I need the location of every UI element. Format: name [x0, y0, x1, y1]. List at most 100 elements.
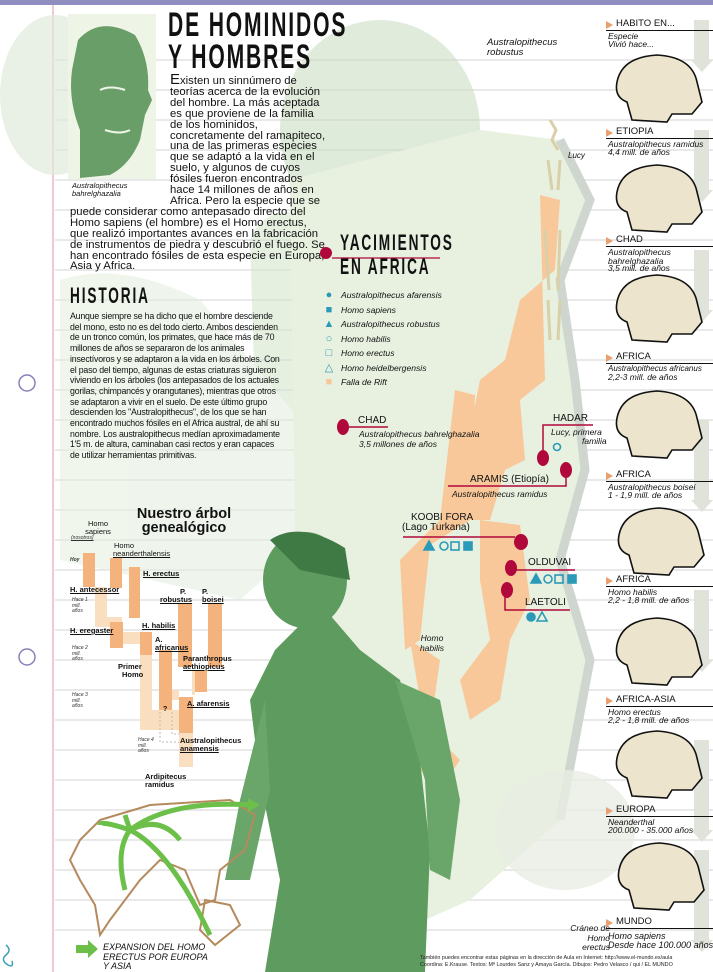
- skull-age: 2,2-3 mill. de años: [608, 372, 678, 382]
- tree-label: Homo: [122, 670, 144, 679]
- tree-label: Hace 2 mill. años: [72, 645, 88, 662]
- skull-illustration: [615, 274, 703, 343]
- page-title-line2: Y HOMBRES: [168, 38, 313, 76]
- portrait-illustration: [71, 26, 152, 178]
- skull-species: Australopithecus africanus: [608, 364, 702, 373]
- site-hadar: HADAR: [553, 413, 589, 424]
- tree-label: africanus: [155, 643, 189, 652]
- punch-hole: [18, 374, 36, 392]
- outline-square-icon: □: [325, 347, 333, 360]
- fossil-legend: ● Australopithecus afarensis ■ Homo sapien…: [323, 288, 442, 390]
- skull-age: 4,4 mill. de años: [608, 147, 670, 157]
- skull-region: CHAD: [606, 234, 713, 247]
- skull-region: ETIOPIA: [606, 126, 713, 139]
- tree-label: Hoy: [70, 557, 80, 563]
- site-hadar-desc1: Lucy, primera: [551, 427, 602, 437]
- skull-age: Vivió hace...: [608, 39, 655, 49]
- skull-region: AFRICA: [606, 351, 713, 364]
- tree-label: Hace 1 mill. años: [72, 597, 88, 614]
- intro-paragraph: Existen un sinnúmero de teorías acerca d…: [70, 72, 328, 273]
- arrowhead: [248, 798, 260, 812]
- skull-region: AFRICA-ASIA: [606, 694, 713, 707]
- skull-age: 2,2 - 1,8 mill. de años: [608, 595, 690, 605]
- tree-label: H. habilis: [142, 621, 176, 630]
- top-band: [0, 0, 713, 5]
- legend-label: Homo sapiens: [341, 304, 396, 315]
- tree-label: robustus: [160, 595, 193, 604]
- skull-region: MUNDO: [606, 916, 713, 929]
- skull-species: Australopithecus ramidus: [608, 139, 704, 149]
- legend-item: ○Homo habilis: [323, 332, 442, 347]
- lucy-label: Lucy: [568, 151, 585, 160]
- expansion-arrows: [97, 801, 251, 937]
- skull-illustration: [615, 617, 703, 686]
- filled-circle-icon: ●: [325, 289, 333, 302]
- skull-species: Especie: [608, 31, 639, 41]
- intro-text: xisten un sinnúmero de teorías acerca de…: [70, 75, 326, 273]
- outline-triangle-icon: △: [324, 362, 334, 375]
- family-tree-bars: [83, 553, 222, 767]
- skull-species: Australopithecus boisei: [608, 482, 696, 492]
- homo-habilis-illustration: [225, 531, 460, 972]
- skull-illustration: [615, 54, 703, 123]
- legend-label: Falla de Rift: [341, 377, 387, 388]
- tree-label: Homo sapiens: [85, 519, 111, 536]
- homo-erectus-skull-illustration: [495, 770, 635, 890]
- legend-label: Homo erectus: [341, 348, 395, 359]
- site-hadar-desc2: familia: [582, 436, 607, 446]
- skull-illustration: [615, 730, 703, 799]
- tree-label: Hace 3 mill. años: [72, 692, 88, 709]
- skull-region: HABITO EN...: [606, 18, 713, 31]
- world-map: [68, 798, 257, 947]
- homo-habilis-label: Homo habilis: [419, 633, 445, 653]
- tree-label: anamensis: [180, 744, 219, 753]
- tree-label: P.: [202, 587, 209, 596]
- outline-circle-icon: ○: [325, 332, 333, 345]
- tree-label: neanderthalensis: [113, 549, 171, 558]
- tree-label: ?: [163, 706, 168, 713]
- site-chad: CHAD: [358, 415, 387, 426]
- tree-label: Primer: [118, 662, 142, 671]
- site-aramis-desc: Australopithecus ramidus: [452, 489, 548, 499]
- page-title-line1: DE HOMINIDOS: [168, 6, 348, 44]
- skull-region: AFRICA: [606, 469, 713, 482]
- punch-hole: [18, 648, 36, 666]
- tree-label: Ardipitecus: [145, 772, 187, 781]
- expansion-legend-arrow-icon: [76, 940, 98, 958]
- legend-item: ▲Australopithecus robustus: [323, 317, 442, 332]
- skull-species: Homo erectus: [608, 707, 661, 717]
- yacimientos-heading-line2: EN AFRICA: [340, 254, 431, 279]
- legend-item: ■ Homo sapiens: [323, 303, 442, 318]
- legend-label: Homo heidelbergensis: [341, 362, 427, 373]
- yacimientos-heading-line1: YACIMIENTOS: [340, 230, 454, 255]
- tree-label: A. afarensis: [187, 699, 230, 708]
- tree-label: A.: [155, 635, 163, 644]
- footer-line1: También puedes encontrar estas páginas e…: [420, 955, 673, 961]
- footer-line2: Coordina: E.Krause. Textos: Mª Lourdes S…: [420, 961, 673, 968]
- tree-label: boisei: [202, 595, 224, 604]
- rift-swatch-icon: ■: [325, 376, 333, 389]
- skull-illustration: [615, 164, 703, 233]
- site-koobi-fora: KOOBI FORA: [411, 512, 474, 523]
- tree-label: H. eregaster: [70, 626, 114, 635]
- tree-label: Australopithecus: [180, 736, 242, 745]
- tree-title-line1: Nuestro árbol: [136, 506, 232, 522]
- tree-label: P.: [180, 587, 187, 596]
- skull-species: Neanderthal: [608, 817, 655, 827]
- robustus-label: Australopithecus robustus: [487, 37, 558, 58]
- skull-illustration: [617, 842, 705, 911]
- site-koobi-fora-sub: (Lago Turkana): [402, 522, 470, 533]
- filled-square-icon: ■: [325, 303, 333, 316]
- tree-label: H. antecessor: [70, 585, 120, 594]
- expansion-label: EXPANSION DEL HOMO ERECTUS POR EUROPA Y …: [103, 942, 208, 971]
- tree-title-line2: genealógico: [141, 520, 227, 536]
- historia-text: Aunque siempre se ha dicho que el hombre…: [70, 311, 280, 461]
- paperclip-icon: [2, 944, 14, 967]
- site-laetoli: LAETOLI: [525, 597, 566, 608]
- legend-label: Australopithecus robustus: [341, 319, 440, 330]
- legend-label: Australopithecus afarensis: [341, 290, 442, 301]
- portrait-caption: Australopithecus bahrelghazalia: [72, 181, 128, 198]
- skull-illustration: [615, 390, 703, 459]
- fossil-icons: [422, 442, 577, 622]
